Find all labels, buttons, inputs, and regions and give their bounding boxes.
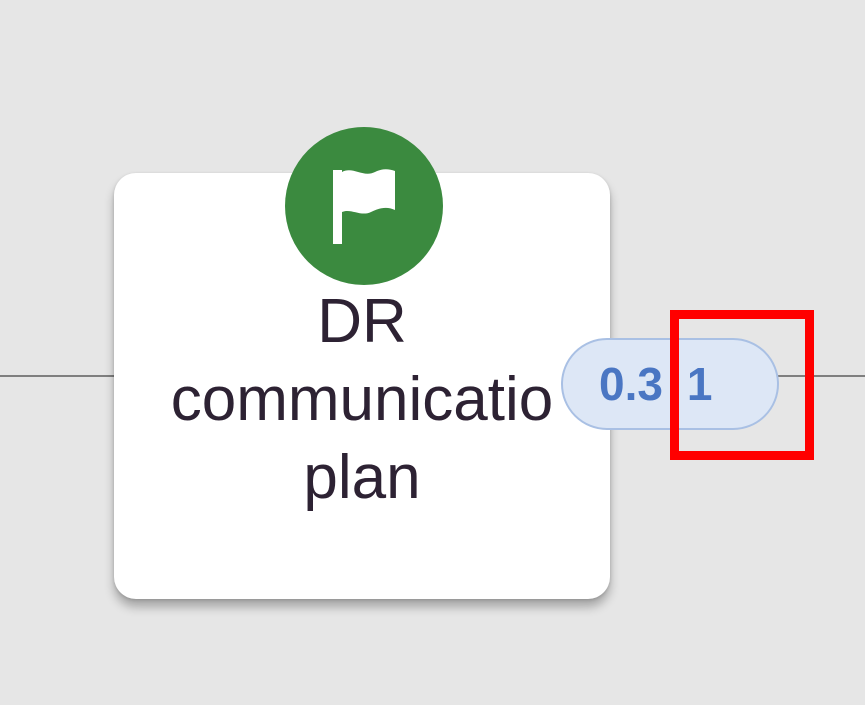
edge-line-right bbox=[775, 375, 865, 377]
node-title-line-1: DR bbox=[317, 287, 407, 356]
edge-value-a: 0.3 bbox=[599, 358, 663, 410]
flag-glyph bbox=[333, 169, 395, 244]
edge-separator: | bbox=[668, 358, 681, 410]
node-title-line-2: communicatio bbox=[170, 365, 554, 434]
edge-line-left bbox=[0, 375, 120, 377]
edge-value-b: 1 bbox=[686, 358, 713, 410]
edge-weight-label[interactable]: 0.3|1 bbox=[561, 338, 779, 430]
flag-icon[interactable] bbox=[285, 127, 443, 285]
node-title-line-3: plan bbox=[303, 443, 421, 512]
node-title: DR communicatio plan bbox=[114, 283, 610, 517]
